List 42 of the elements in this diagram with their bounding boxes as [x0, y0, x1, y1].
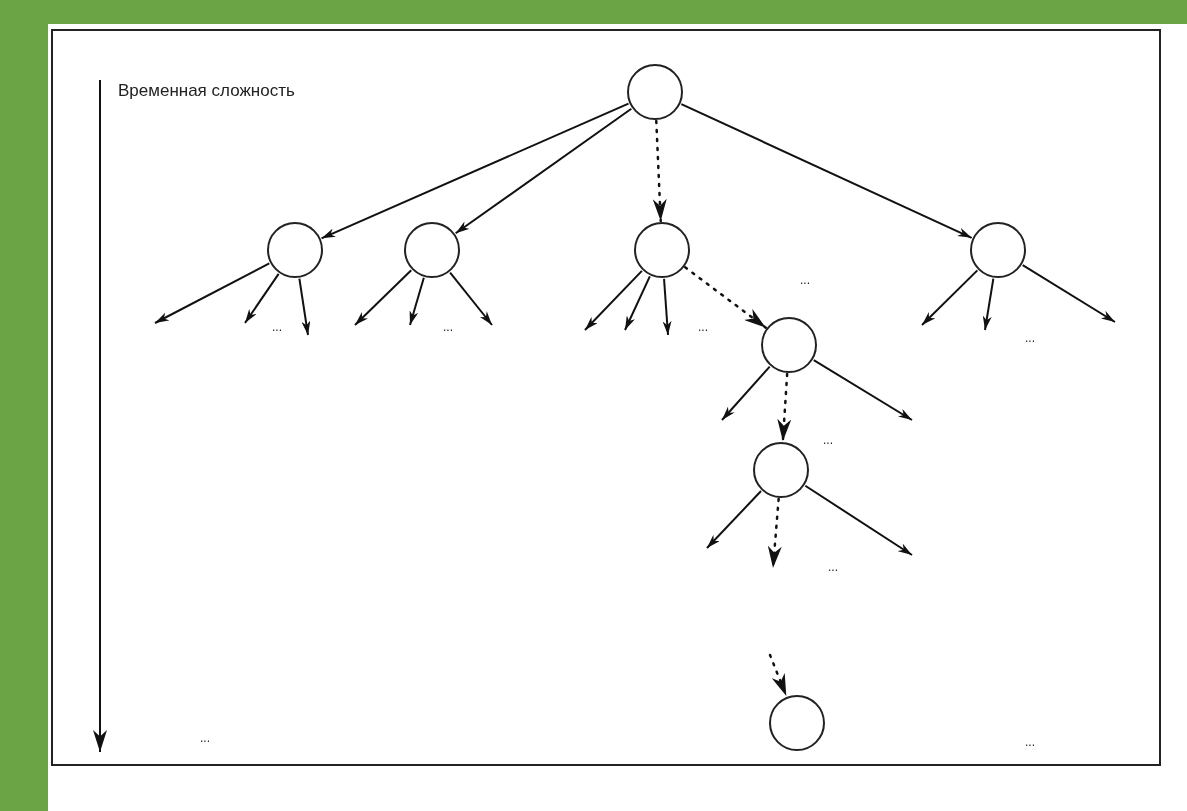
circle-node	[753, 442, 809, 498]
ellipsis: ...	[200, 731, 210, 744]
arrow	[921, 269, 979, 326]
ellipsis: ...	[823, 433, 833, 446]
circle-node	[970, 222, 1026, 278]
dotted-arrow	[683, 266, 768, 329]
ellipsis: ...	[800, 273, 810, 286]
ellipsis: ...	[272, 320, 282, 333]
circle-node	[627, 64, 683, 120]
arrow	[1021, 264, 1116, 323]
arrow	[982, 277, 995, 331]
arrow	[662, 277, 672, 336]
arrow	[354, 269, 413, 326]
dotted-arrow	[768, 653, 788, 698]
ellipsis: ...	[1025, 331, 1035, 344]
ellipsis: ...	[698, 320, 708, 333]
circle-node	[761, 317, 817, 373]
circle-node	[769, 695, 825, 751]
arrow	[804, 484, 913, 556]
arrow	[721, 365, 771, 421]
circle-node	[404, 222, 460, 278]
dotted-arrow	[652, 119, 667, 223]
arrow	[409, 276, 425, 326]
ellipsis: ...	[828, 560, 838, 573]
ellipsis: ...	[443, 320, 453, 333]
circle-node	[634, 222, 690, 278]
arrow	[154, 262, 271, 324]
arrow	[812, 359, 913, 421]
arrow	[624, 275, 651, 331]
arrow	[449, 271, 493, 326]
dotted-arrow	[767, 497, 782, 570]
ellipsis: ...	[1025, 735, 1035, 748]
dotted-arrow	[777, 372, 792, 443]
arrow	[298, 277, 311, 336]
arrow	[320, 102, 630, 240]
arrow	[454, 107, 633, 235]
axis-label: Временная сложность	[118, 81, 295, 99]
arrow	[584, 269, 643, 331]
arrow	[244, 272, 280, 324]
circle-node	[267, 222, 323, 278]
arrow	[706, 490, 763, 549]
arrow	[680, 103, 973, 239]
